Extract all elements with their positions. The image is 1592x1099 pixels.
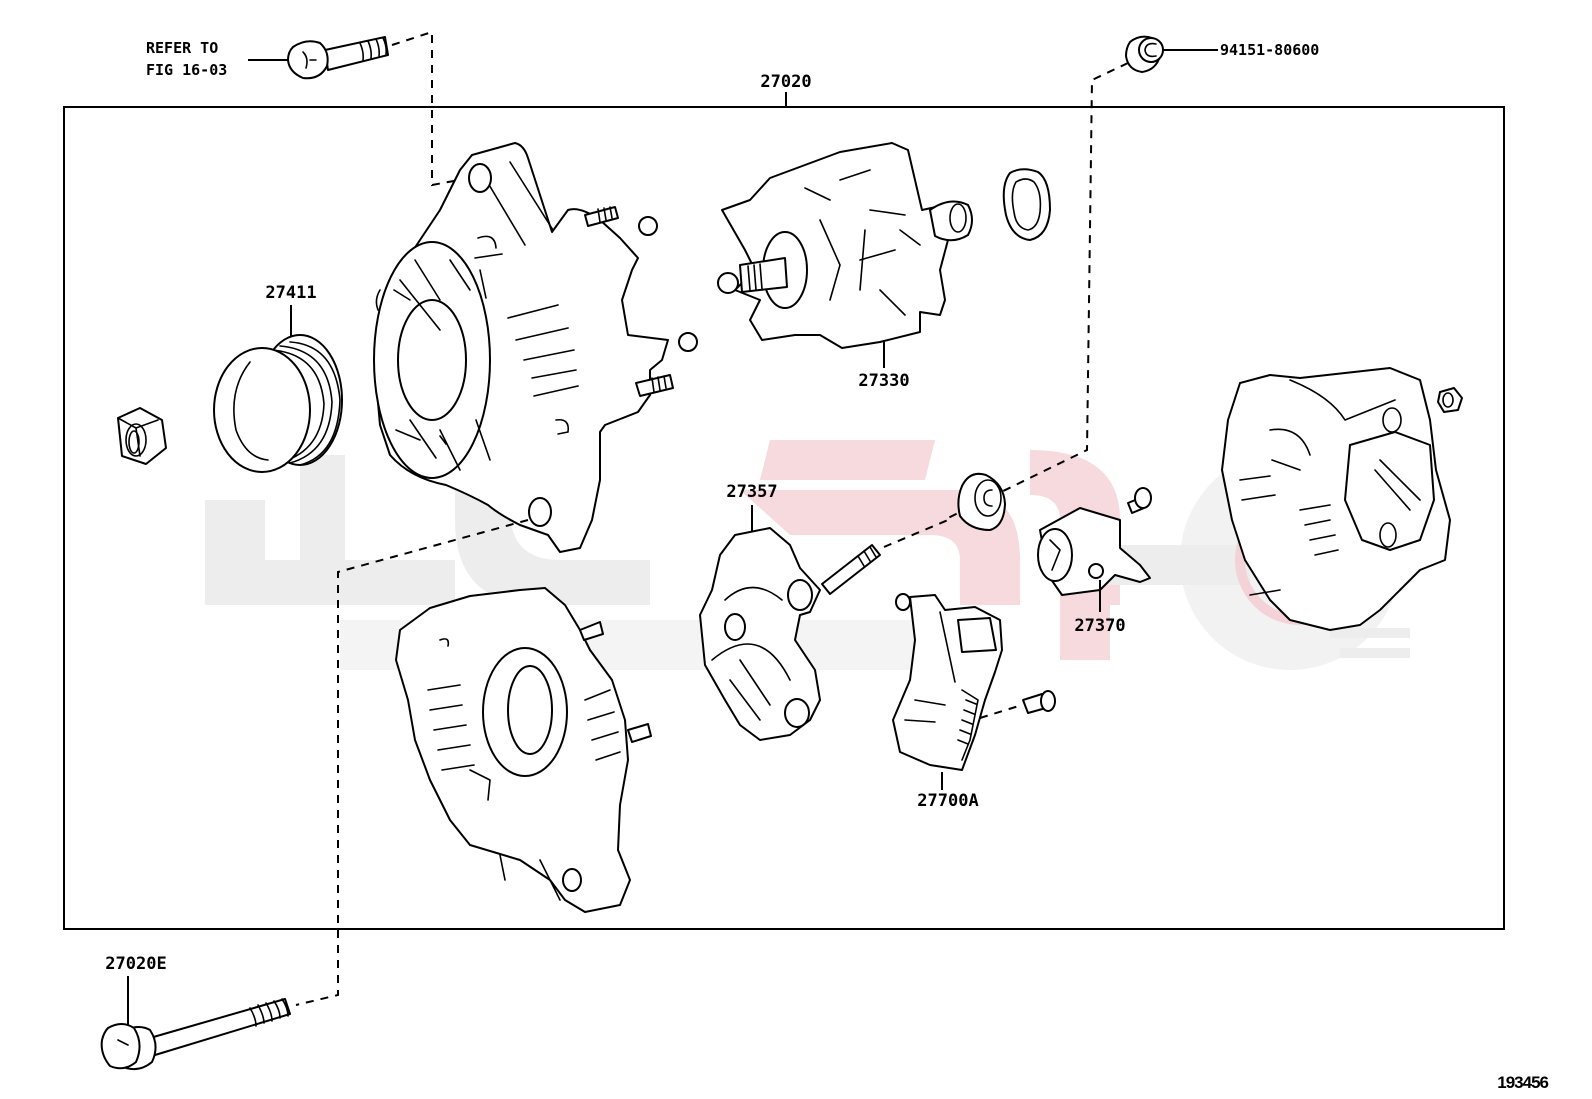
assembly-group-box xyxy=(63,106,1505,930)
cover-nut-icon[interactable] xyxy=(1437,387,1463,413)
nut-94151-icon[interactable] xyxy=(1125,35,1164,73)
dashed-line-regulator-screw xyxy=(979,704,1023,719)
pulley-27411-icon[interactable] xyxy=(213,334,343,473)
regulator-screw-icon[interactable] xyxy=(1022,690,1056,714)
refer-note-line2[interactable]: FIG 16-03 xyxy=(146,61,227,79)
rotor-27330-icon[interactable] xyxy=(717,142,973,349)
dashed-line-through-bolt xyxy=(295,519,529,1006)
brush-holder-screw-icon[interactable] xyxy=(1127,487,1152,514)
label-27020e[interactable]: 27020E xyxy=(105,954,166,974)
drive-end-frame-icon[interactable] xyxy=(373,142,698,553)
dashed-line-mount-bolt xyxy=(391,30,471,187)
label-27357[interactable]: 27357 xyxy=(726,482,777,502)
figure-number: 193456 xyxy=(1497,1073,1548,1092)
terminal-insulator-icon[interactable] xyxy=(957,472,1006,531)
dashed-line-27357 xyxy=(883,519,949,548)
label-27700a[interactable]: 27700A xyxy=(917,791,978,811)
label-27020[interactable]: 27020 xyxy=(760,72,811,92)
pulley-nut-icon[interactable] xyxy=(117,407,167,465)
watermark-pink-top xyxy=(760,440,935,480)
watermark-speed-line-1 xyxy=(1330,628,1410,638)
rear-end-cover-icon[interactable] xyxy=(1221,367,1451,631)
through-bolt-27020e-icon[interactable] xyxy=(100,998,291,1071)
rectifier-holder-27357-icon[interactable] xyxy=(699,527,881,741)
bearing-cover-ring-icon[interactable] xyxy=(1002,168,1051,241)
label-94151-80600[interactable]: 94151-80600 xyxy=(1220,41,1319,59)
brush-holder-27370-icon[interactable] xyxy=(1037,507,1151,596)
refer-note-line1: REFER TO xyxy=(146,39,218,57)
regulator-27700a-icon[interactable] xyxy=(892,593,1003,771)
watermark-bar-3 xyxy=(205,560,455,605)
watermark-pink-shape xyxy=(740,490,1020,605)
watermark-pink-stem xyxy=(1060,600,1110,660)
label-27370[interactable]: 27370 xyxy=(1074,616,1125,636)
dashed-line-94151 xyxy=(947,62,1129,519)
label-27411[interactable]: 27411 xyxy=(265,283,316,303)
rectifier-end-frame-icon[interactable] xyxy=(395,587,652,913)
mount-bolt-icon[interactable] xyxy=(287,36,389,80)
label-27330[interactable]: 27330 xyxy=(858,371,909,391)
watermark-speed-line-2 xyxy=(1340,648,1410,658)
